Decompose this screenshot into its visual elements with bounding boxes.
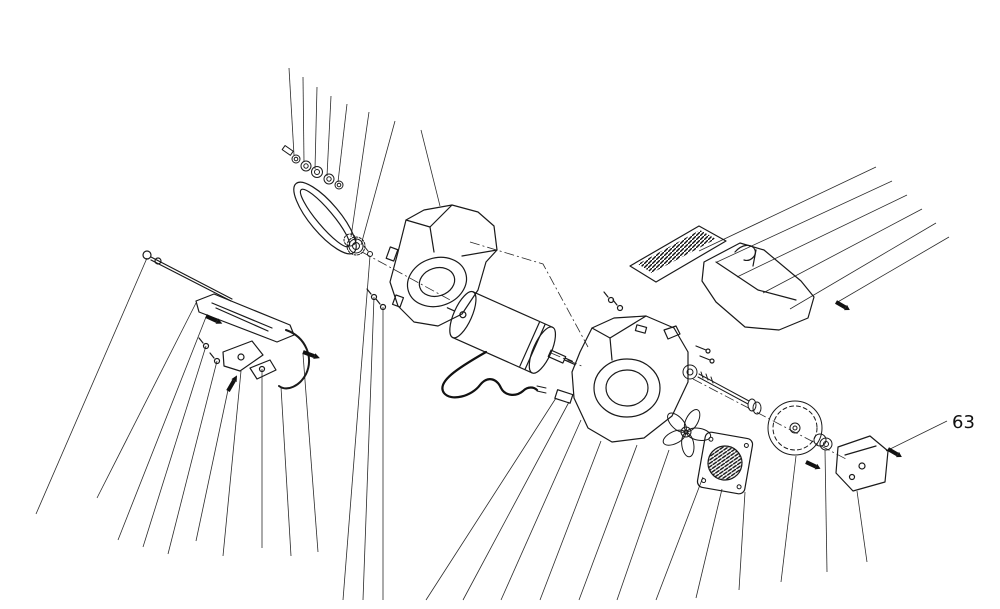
- power-cord: [441, 350, 547, 399]
- motor-pulley-gear: [343, 233, 373, 257]
- blower-housing-front: [366, 204, 498, 327]
- mounting-bracket: [835, 435, 889, 492]
- bold-screws: [205, 300, 902, 470]
- motor: [446, 290, 576, 374]
- fan-impeller: [662, 409, 712, 458]
- idler-bracket-assembly: [142, 250, 311, 390]
- blower-housing-rear: [554, 291, 715, 443]
- belt-tension-hardware: [281, 144, 344, 190]
- fan-guard: [696, 431, 754, 495]
- pulley-disc: [767, 400, 823, 456]
- tension-rod: [142, 250, 233, 302]
- callout-63-label: 63: [952, 412, 975, 433]
- leader-lines: [35, 67, 950, 601]
- fan-washer: [682, 364, 698, 380]
- bearing-hub: [813, 433, 833, 451]
- fan-shaft: [697, 371, 762, 415]
- belt-guard-assembly: [629, 225, 815, 331]
